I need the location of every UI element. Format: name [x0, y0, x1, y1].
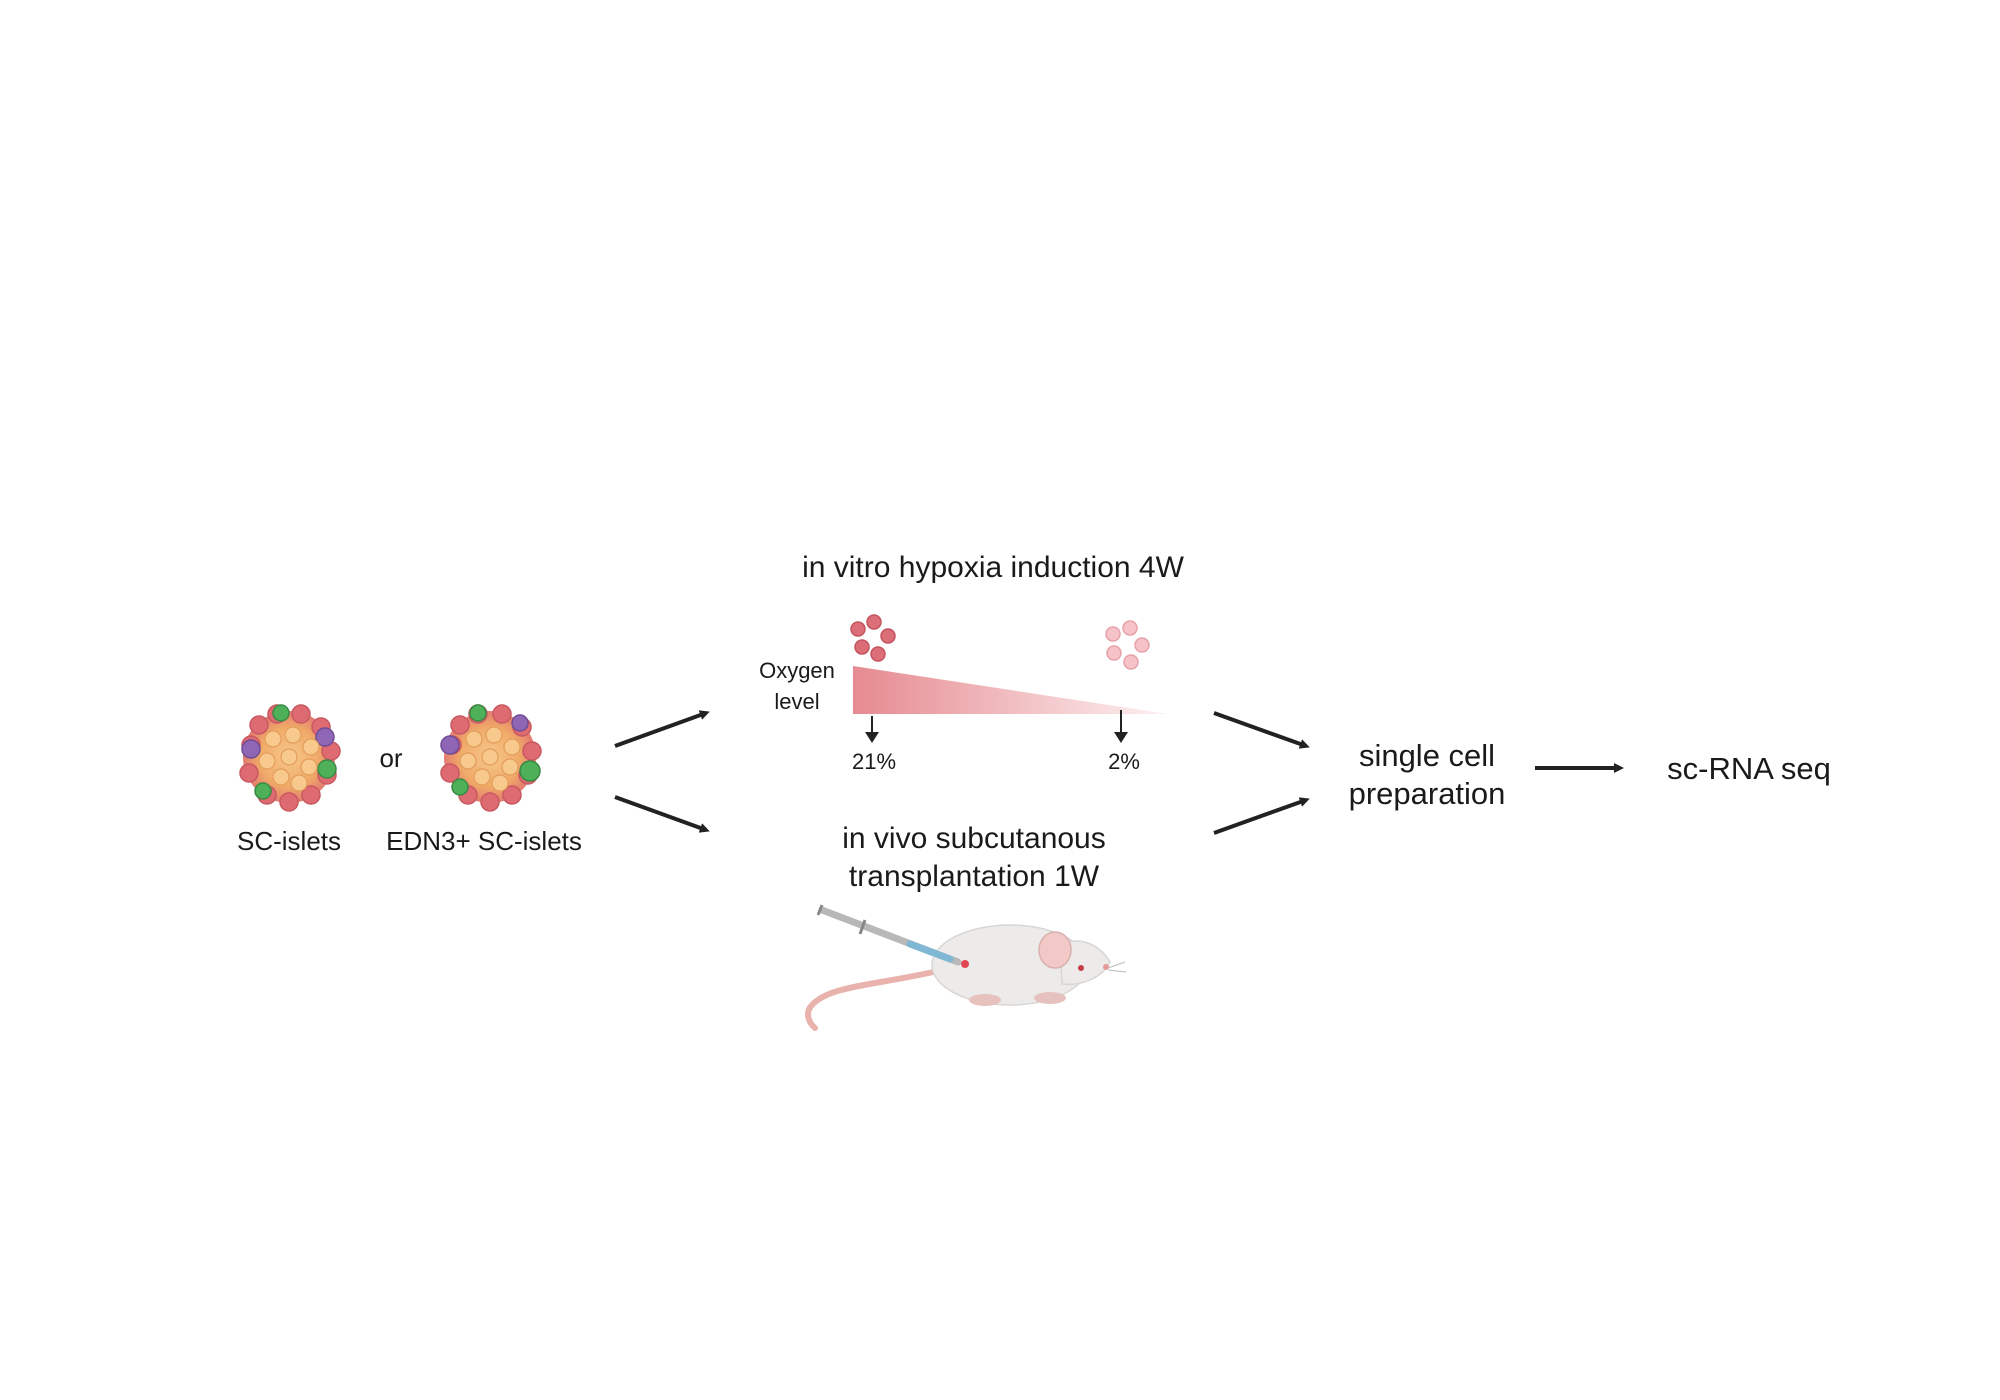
- arrow-to-in-vivo: [614, 795, 710, 833]
- single-cell-line1: single cell: [1358, 738, 1496, 773]
- syringe-icon: [816, 904, 962, 966]
- or-label: or: [379, 743, 403, 773]
- sc-islets-label: SC-islets: [236, 826, 342, 856]
- oxygen-label-line2: level: [774, 689, 820, 714]
- oxygen-gradient: [853, 666, 1168, 714]
- arrow-to-in-vitro: [614, 710, 710, 748]
- in-vitro-title: in vitro hypoxia induction 4W: [802, 551, 1184, 584]
- edn3-sc-islets-label: EDN3+ SC-islets: [386, 826, 582, 856]
- oxygen-label-line1: Oxygen: [759, 658, 835, 683]
- in-vivo-line2: transplantation 1W: [848, 860, 1100, 893]
- pct-21-label: 21%: [851, 749, 897, 774]
- in-vivo-line1: in vivo subcutanous: [842, 822, 1106, 855]
- mouse-icon: [805, 924, 1127, 1031]
- single-cell-line2: preparation: [1348, 776, 1506, 811]
- arrow-2-percent-head: [1114, 732, 1128, 743]
- arrow-in-vitro-to-single-cell: [1213, 711, 1310, 749]
- edn3-sc-islet-icon: [440, 704, 542, 812]
- sc-rna-seq-label: sc-RNA seq: [1667, 751, 1831, 786]
- sc-islet-icon: [239, 704, 341, 812]
- arrow-21-percent-head: [865, 732, 879, 743]
- cells-high-oxygen-icon: [850, 614, 896, 662]
- cells-low-oxygen-icon: [1105, 620, 1150, 670]
- arrow-in-vivo-to-single-cell: [1213, 797, 1310, 835]
- pct-2-label: 2%: [1108, 749, 1140, 774]
